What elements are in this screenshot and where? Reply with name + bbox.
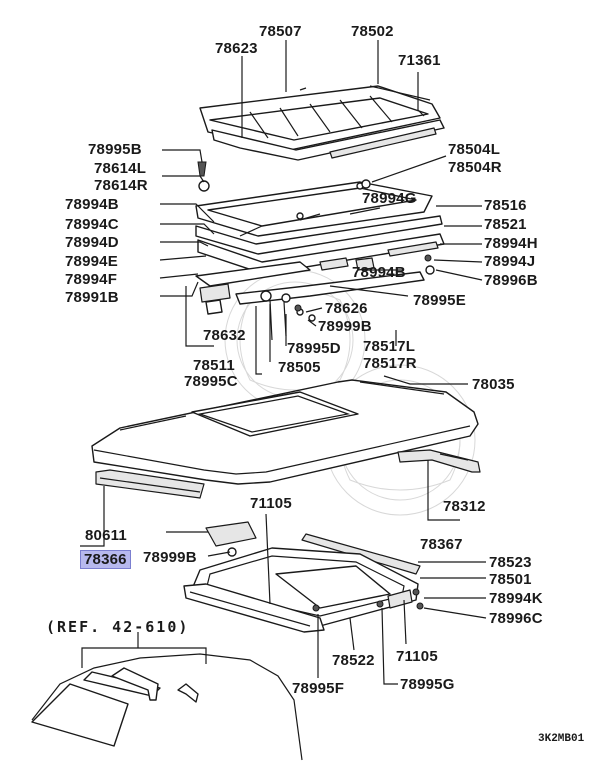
label-78994E[interactable]: 78994E: [65, 253, 118, 270]
drawing-code: 3K2MB01: [538, 733, 585, 745]
label-78504L[interactable]: 78504L: [448, 141, 501, 158]
label-78994B-upper[interactable]: 78994B: [65, 196, 119, 213]
roof-panel-part: [91, 379, 479, 485]
label-78614L[interactable]: 78614L: [94, 160, 147, 177]
label-78632[interactable]: 78632: [203, 327, 246, 344]
label-78522[interactable]: 78522: [332, 652, 375, 669]
label-78626[interactable]: 78626: [325, 300, 368, 317]
label-78312[interactable]: 78312: [443, 498, 486, 515]
label-78035[interactable]: 78035: [472, 376, 515, 393]
label-78994B-lower[interactable]: 78994B: [352, 264, 406, 281]
label-71361[interactable]: 71361: [398, 52, 441, 69]
label-78996C[interactable]: 78996C: [489, 610, 543, 627]
label-78501[interactable]: 78501: [489, 571, 532, 588]
label-78994J[interactable]: 78994J: [484, 253, 536, 270]
label-78995G[interactable]: 78995G: [400, 676, 455, 693]
label-78995B[interactable]: 78995B: [88, 141, 142, 158]
label-78995F[interactable]: 78995F: [292, 680, 345, 697]
lower-frame-part: [183, 521, 424, 633]
label-78502[interactable]: 78502: [351, 23, 394, 40]
side-rail-parts: [95, 449, 481, 499]
label-78994H[interactable]: 78994H: [484, 235, 538, 252]
label-78505[interactable]: 78505: [278, 359, 321, 376]
mechanism-part: [195, 261, 425, 341]
glass-panel-part: [199, 85, 445, 161]
label-78367[interactable]: 78367: [420, 536, 463, 553]
label-78999B-lower[interactable]: 78999B: [143, 549, 197, 566]
fastener-parts: [197, 161, 435, 312]
label-78994C[interactable]: 78994C: [65, 216, 119, 233]
label-71105-lower[interactable]: 71105: [396, 648, 438, 665]
label-71105-upper[interactable]: 71105: [250, 495, 292, 512]
label-78995E[interactable]: 78995E: [413, 292, 466, 309]
label-78995D[interactable]: 78995D: [287, 340, 341, 357]
label-78614R[interactable]: 78614R: [94, 177, 148, 194]
label-78507[interactable]: 78507: [259, 23, 302, 40]
label-80611[interactable]: 80611: [85, 527, 127, 544]
label-78994K[interactable]: 78994K: [489, 590, 543, 607]
label-78994D[interactable]: 78994D: [65, 234, 119, 251]
label-78521[interactable]: 78521: [484, 216, 527, 233]
reference-note: (REF. 42-610): [46, 618, 190, 636]
label-78517L[interactable]: 78517L: [363, 338, 416, 355]
label-78995C[interactable]: 78995C: [184, 373, 238, 390]
label-78504R[interactable]: 78504R: [448, 159, 502, 176]
leader-lines: [80, 40, 487, 685]
label-78994F[interactable]: 78994F: [65, 271, 118, 288]
label-78516[interactable]: 78516: [484, 197, 527, 214]
label-78511[interactable]: 78511: [193, 357, 235, 374]
frame-assembly-part: [195, 181, 445, 275]
label-78517R[interactable]: 78517R: [363, 355, 417, 372]
label-78366-highlighted[interactable]: 78366: [80, 550, 131, 569]
label-78991B[interactable]: 78991B: [65, 289, 119, 306]
label-78994G[interactable]: 78994G: [362, 190, 417, 207]
label-78623[interactable]: 78623: [215, 40, 258, 57]
reference-vehicle-sketch: [31, 632, 303, 761]
label-78999B-upper[interactable]: 78999B: [318, 318, 372, 335]
label-78523[interactable]: 78523: [489, 554, 532, 571]
label-78996B[interactable]: 78996B: [484, 272, 538, 289]
